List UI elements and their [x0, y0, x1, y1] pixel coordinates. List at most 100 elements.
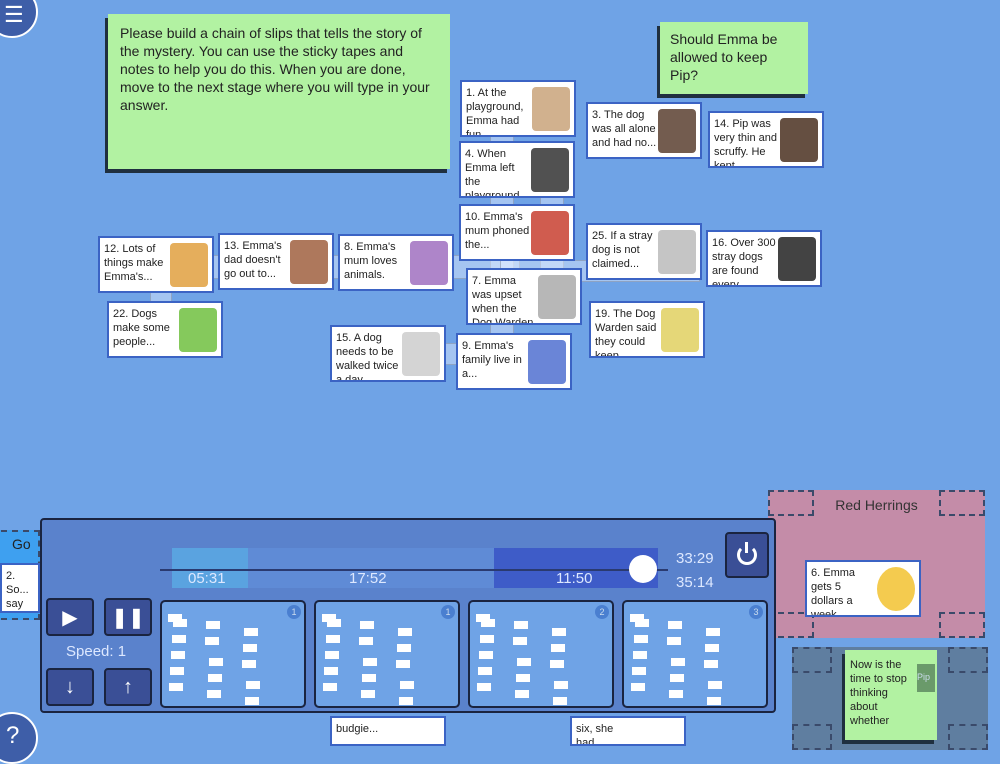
playback-panel: 05:31 17:52 11:50 33:29 35:14 ▶ ❚❚ Speed… [40, 518, 776, 713]
mini-slip [517, 658, 531, 666]
play-icon: ▶ [62, 606, 78, 629]
speed-down-button[interactable]: ↓ [46, 668, 94, 706]
mini-slip [245, 697, 259, 705]
mini-slip [207, 690, 221, 698]
mini-slip [514, 621, 528, 629]
snapshot-thumbnail[interactable]: 1 [160, 600, 306, 708]
slip-image [532, 87, 570, 131]
slip-text: 8. Emma's mum loves animals. [344, 241, 398, 281]
slip-6[interactable]: 6. Emma gets 5 dollars a week... [805, 560, 921, 617]
snapshot-thumbnail[interactable]: 1 [314, 600, 460, 708]
mini-slip [513, 637, 527, 645]
mini-slip [324, 667, 338, 675]
mini-slip [630, 614, 644, 622]
slip-13[interactable]: 13. Emma's dad doesn't go out to... [218, 233, 334, 290]
slip-partial[interactable]: six, she had... [570, 716, 686, 746]
segment-1 [172, 548, 248, 588]
mini-slip [208, 674, 222, 682]
slip-3[interactable]: 3. The dog was all alone and had no... [586, 102, 702, 159]
slip-16[interactable]: 16. Over 300 stray dogs are found every.… [706, 230, 822, 287]
slip-text: 25. If a stray dog is not claimed... [592, 230, 653, 270]
mini-slip [634, 635, 648, 643]
slip-partial[interactable]: budgie... [330, 716, 446, 746]
pip-tag[interactable]: Pip [917, 664, 935, 692]
mini-slip [670, 674, 684, 682]
question-note[interactable]: Should Emma be allowed to keep Pip? [660, 22, 808, 94]
slip-8[interactable]: 8. Emma's mum loves animals. [338, 234, 454, 291]
mini-slip [705, 644, 719, 652]
mini-slip [550, 660, 564, 668]
slip-14[interactable]: 14. Pip was very thin and scruffy. He ke… [708, 111, 824, 168]
mini-slip [476, 614, 490, 622]
mini-slip [671, 658, 685, 666]
slip-25[interactable]: 25. If a stray dog is not claimed... [586, 223, 702, 280]
power-button[interactable] [725, 532, 769, 578]
mini-slip [552, 628, 566, 636]
slip-image [528, 340, 566, 384]
slip-image [531, 148, 569, 192]
instructions-note[interactable]: Please build a chain of slips that tells… [108, 14, 450, 169]
slip-7[interactable]: 7. Emma was upset when the Dog Warden to… [466, 268, 582, 325]
mini-slip [480, 635, 494, 643]
slip-image [658, 109, 696, 153]
mini-slip [322, 614, 336, 622]
mini-slip [242, 660, 256, 668]
mini-slip [633, 651, 647, 659]
arrow-up-icon: ↑ [123, 675, 133, 698]
mini-slip [399, 697, 413, 705]
mini-slip [169, 683, 183, 691]
slip-image [410, 241, 448, 285]
timeline[interactable]: 05:31 17:52 11:50 [172, 548, 658, 588]
slip-image [778, 237, 816, 281]
slip-10[interactable]: 10. Emma's mum phoned the... [459, 204, 575, 261]
slip-4[interactable]: 4. When Emma left the playground... [459, 141, 575, 198]
snapshot-thumbnail[interactable]: 2 [468, 600, 614, 708]
snapshot-thumbnail[interactable]: 3 [622, 600, 768, 708]
mini-slip [551, 644, 565, 652]
mini-slip [554, 681, 568, 689]
slip-text: 22. Dogs make some people... [113, 308, 170, 348]
arrow-down-icon: ↓ [65, 675, 75, 698]
mini-slip [209, 658, 223, 666]
mini-slip [631, 683, 645, 691]
mini-slip [479, 651, 493, 659]
slip-text: 15. A dog needs to be walked twice a day… [336, 332, 399, 382]
slip-9[interactable]: 9. Emma's family live in a... [456, 333, 572, 390]
timeline-handle[interactable] [628, 555, 657, 583]
red-herrings-title: Red Herrings [835, 497, 918, 513]
mini-slip [635, 619, 649, 627]
total-time: 35:14 [676, 574, 714, 591]
slip-image [179, 308, 217, 352]
zone-label: Go [12, 536, 31, 552]
slip-image [531, 211, 569, 255]
slip-19[interactable]: 19. The Dog Warden said they could keep.… [589, 301, 705, 358]
mini-slip [327, 619, 341, 627]
mini-slip [325, 651, 339, 659]
power-icon [737, 542, 757, 565]
play-button[interactable]: ▶ [46, 598, 94, 636]
mini-slip [706, 628, 720, 636]
mini-slip [326, 635, 340, 643]
pause-button[interactable]: ❚❚ [104, 598, 152, 636]
slip-text: 19. The Dog Warden said they could keep.… [595, 308, 657, 358]
slip-partial[interactable]: 2. So... say t... peop... [0, 563, 40, 613]
slip-15[interactable]: 15. A dog needs to be walked twice a day… [330, 325, 446, 382]
mini-slip [172, 635, 186, 643]
current-time: 33:29 [676, 550, 714, 567]
slip-22[interactable]: 22. Dogs make some people... [107, 301, 223, 358]
slip-text: 13. Emma's dad doesn't go out to... [224, 240, 282, 280]
help-button[interactable]: ? [0, 712, 38, 764]
slip-text: 7. Emma was upset when the Dog Warden to… [472, 275, 534, 325]
speed-up-button[interactable]: ↑ [104, 668, 152, 706]
menu-button[interactable]: ☰ [0, 0, 38, 38]
slip-12[interactable]: 12. Lots of things make Emma's... [98, 236, 214, 293]
mini-slip [668, 621, 682, 629]
slip-image [402, 332, 440, 376]
slip-1[interactable]: 1. At the playground, Emma had fun... [460, 80, 576, 137]
mini-slip [171, 651, 185, 659]
mini-slip [360, 621, 374, 629]
slip-text: 1. At the playground, Emma had fun... [466, 87, 524, 137]
mini-slip [170, 667, 184, 675]
mini-slip [708, 681, 722, 689]
snapshot-number: 2 [595, 605, 609, 619]
